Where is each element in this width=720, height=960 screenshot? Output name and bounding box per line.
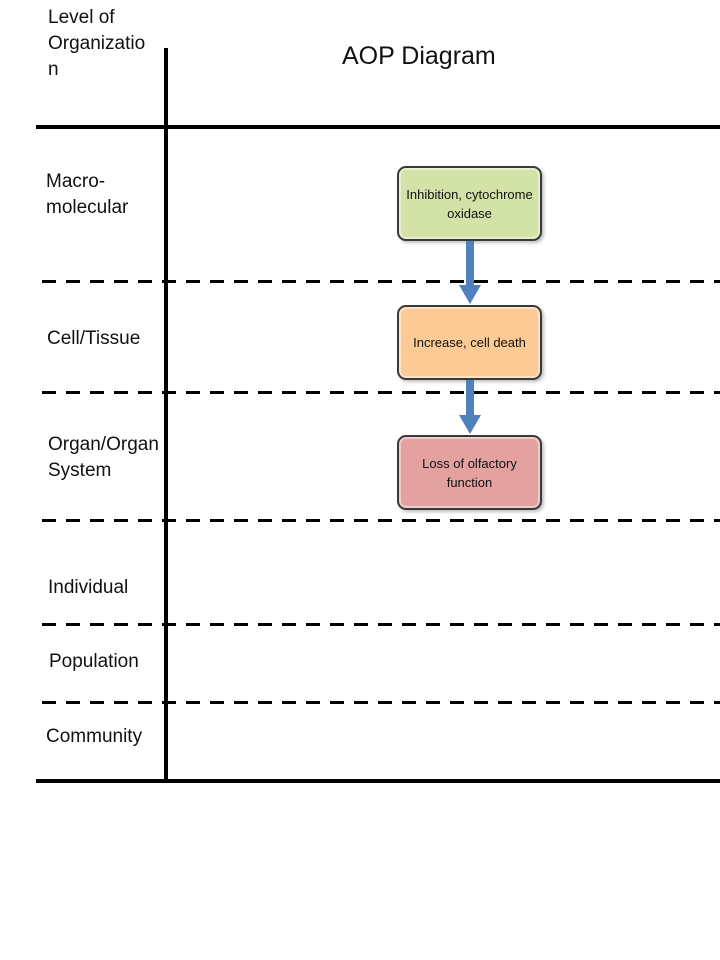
vertical-axis-line [164,48,168,782]
level-divider [42,701,720,704]
event-box-increase-cell-death: Increase, cell death [397,305,542,380]
level-label-cell-tissue: Cell/Tissue [47,328,141,349]
bottom-border-line [36,779,720,783]
event-box-loss-of-olfactory-function: Loss of olfactory function [397,435,542,510]
level-divider [42,280,720,283]
event-label: Loss of olfactory function [422,455,517,490]
level-column-header: Level of Organizatio n [48,7,146,80]
event-label: Inhibition, cytochrome oxidase [406,186,533,221]
level-divider [42,391,720,394]
event-box-inhibition-cytochrome-oxidase: Inhibition, cytochrome oxidase [397,166,542,241]
level-divider [42,623,720,626]
event-label: Increase, cell death [413,335,526,350]
header-divider-line [36,125,720,129]
arrow-down-icon [459,380,481,434]
level-divider [42,519,720,522]
level-label-macromolecular: Macro- molecular [46,171,129,218]
level-label-organ-system: Organ/Organ System [48,434,159,481]
level-label-population: Population [49,651,139,672]
level-label-individual: Individual [48,577,129,598]
diagram-title: AOP Diagram [342,42,496,70]
level-label-community: Community [46,726,143,747]
arrow-down-icon [459,241,481,304]
